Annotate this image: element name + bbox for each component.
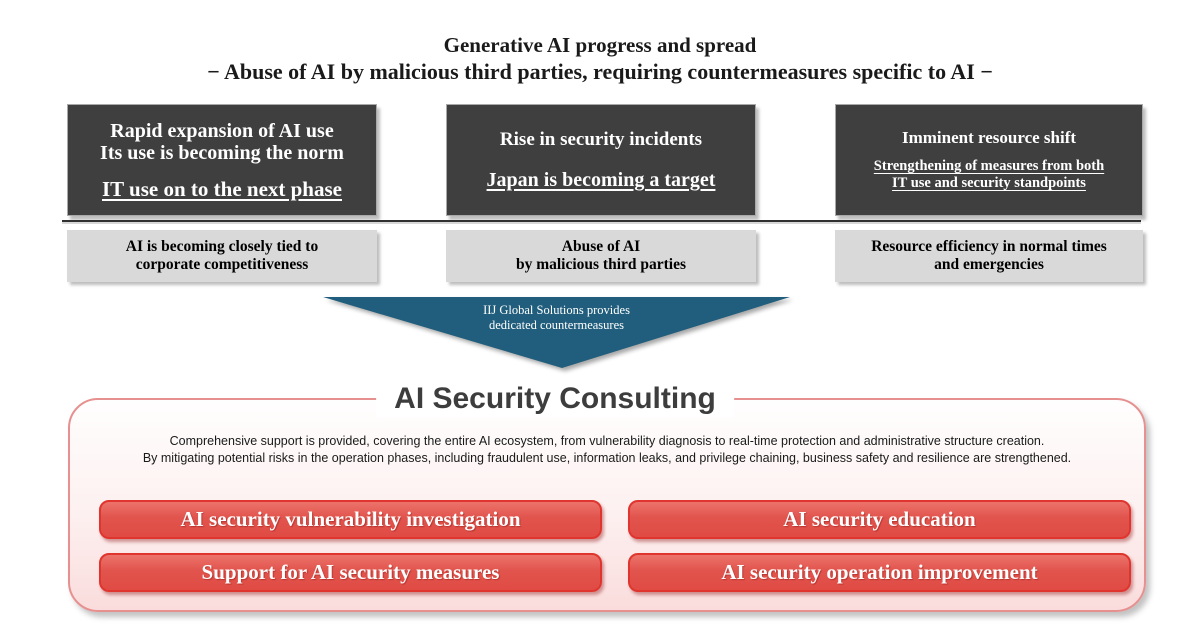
implication-text: AI is becoming closely tied to <box>125 238 319 255</box>
down-arrow-icon <box>323 297 790 368</box>
implication-text: and emergencies <box>934 256 1044 273</box>
challenge-box-resource-shift: Imminent resource shift Strengthening of… <box>835 104 1143 216</box>
service-button-education: AI security education <box>628 500 1131 539</box>
down-arrow: IIJ Global Solutions provides dedicated … <box>323 297 790 371</box>
header-title-line1: Generative AI progress and spread <box>443 33 757 57</box>
service-button-grid: AI security vulnerability investigation … <box>99 500 1131 592</box>
implication-box-abuse: Abuse of AI by malicious third parties <box>446 230 756 282</box>
consulting-description-line2: By mitigating potential risks in the ope… <box>142 451 1072 465</box>
challenge-highlight-line: IT use on to the next phase <box>102 177 342 201</box>
challenge-box-rapid-expansion: Rapid expansion of AI use Its use is bec… <box>67 104 377 216</box>
challenge-highlight: Strengthening of measures from both IT u… <box>836 158 1142 192</box>
header-title-line2: − Abuse of AI by malicious third parties… <box>207 59 993 84</box>
implication-box-resource-efficiency: Resource efficiency in normal times and … <box>835 230 1143 282</box>
implication-text: by malicious third parties <box>515 256 687 273</box>
challenge-text: Rise in security incidents <box>499 129 703 150</box>
challenge-text: Rapid expansion of AI use <box>110 120 334 142</box>
header: Generative AI progress and spread − Abus… <box>0 32 1200 85</box>
implication-text: Resource efficiency in normal times <box>871 238 1107 255</box>
service-button-vulnerability-investigation: AI security vulnerability investigation <box>99 500 602 539</box>
arrow-label: IIJ Global Solutions provides dedicated … <box>323 303 790 333</box>
challenge-highlight: Japan is becoming a target <box>447 169 755 191</box>
challenge-text: Its use is becoming the norm <box>100 142 344 164</box>
implication-text: corporate competitiveness <box>135 256 309 273</box>
challenge-highlight: IT use on to the next phase <box>68 178 376 200</box>
implication-box-competitiveness: AI is becoming closely tied to corporate… <box>67 230 377 282</box>
challenge-box-security-incidents: Rise in security incidents Japan is beco… <box>446 104 756 216</box>
service-button-security-measures: Support for AI security measures <box>99 553 602 592</box>
consulting-title: AI Security Consulting <box>376 381 734 417</box>
challenge-highlight-line: Japan is becoming a target <box>486 169 716 191</box>
arrow-label-line1: IIJ Global Solutions provides <box>483 303 630 317</box>
arrow-label-line2: dedicated countermeasures <box>488 318 624 332</box>
challenge-highlight-line: IT use and security standpoints <box>892 175 1086 191</box>
implication-text: Abuse of AI <box>561 238 641 255</box>
divider-line <box>62 220 1141 222</box>
consulting-description-line1: Comprehensive support is provided, cover… <box>169 434 1045 448</box>
challenge-highlight-line: Strengthening of measures from both <box>873 158 1105 174</box>
service-button-operation-improvement: AI security operation improvement <box>628 553 1131 592</box>
consulting-panel: AI Security Consulting Comprehensive sup… <box>68 381 1146 612</box>
consulting-description: Comprehensive support is provided, cover… <box>70 433 1144 467</box>
challenge-text: Imminent resource shift <box>901 128 1077 147</box>
